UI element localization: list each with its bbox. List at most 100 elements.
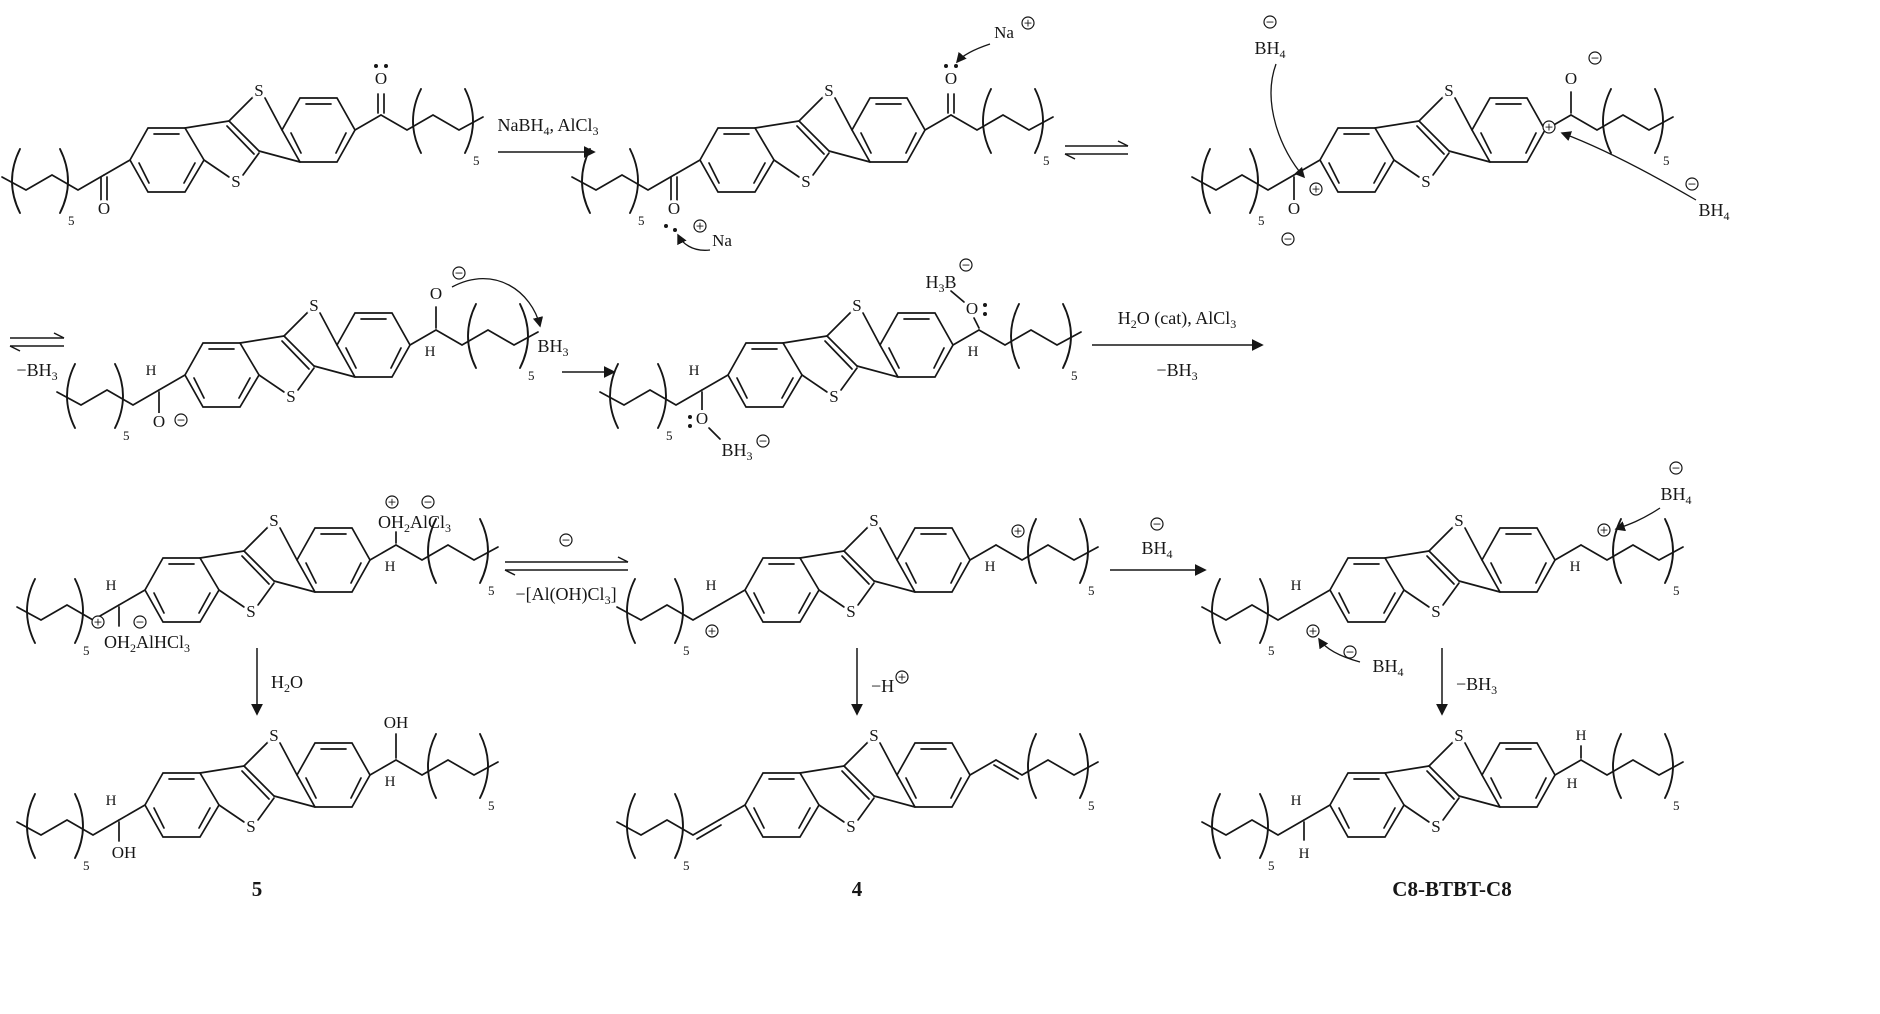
hydrogen-label: H — [1576, 728, 1587, 744]
bh4-label: BH4 — [1660, 484, 1691, 507]
lone-pair-dot — [688, 415, 692, 419]
oxygen-label: O — [945, 69, 957, 88]
reagent-label-h2o-alcl3: H2O (cat), AlCl3 — [1118, 308, 1236, 331]
hydroxyl-label: OH — [384, 713, 409, 732]
arrow-to-final: −BH3 — [1436, 648, 1497, 716]
oxygen-label: O — [966, 299, 978, 318]
curved-arrow-na-to-oxygen — [677, 233, 711, 251]
btbt-core — [1330, 726, 1555, 837]
btbt-core — [130, 81, 355, 192]
right-chain — [1544, 88, 1674, 169]
left-chain — [1201, 578, 1331, 659]
minus-bh3-label: −BH3 — [1156, 360, 1197, 383]
arrow-step1: NaBH4, AlCl3 — [497, 115, 599, 158]
structure-2-sodium-coordination: O + Na O Na + — [571, 16, 1054, 253]
oxygen-label: O — [375, 69, 387, 88]
lone-pair-dot — [384, 64, 388, 68]
right-chain — [969, 733, 1099, 814]
minus-charge: − — [959, 258, 973, 272]
svg-text:−: − — [454, 267, 463, 280]
right-ketone: O — [372, 64, 390, 114]
plus-charge: + — [1309, 182, 1323, 196]
plus-charge: + — [895, 670, 909, 684]
right-chain — [924, 88, 1054, 169]
bottom-boroh-group: − BH4 — [1560, 131, 1730, 223]
hydrogen-label: H — [106, 793, 117, 809]
hydrogen-label: H — [106, 578, 117, 594]
svg-text:−: − — [758, 435, 767, 448]
structure-3-cation-bh4-attack: O − + − BH4 O − + − BH4 — [1191, 15, 1730, 246]
plus-charge: + — [91, 615, 105, 629]
plus-charge: + — [1021, 16, 1035, 30]
product-4-diene: 4 — [616, 726, 1099, 901]
btbt-core — [185, 296, 410, 407]
product-c8-btbt-c8: H H H H C8-BTBT-C8 — [1201, 726, 1684, 901]
minus-charge: − — [1263, 15, 1277, 29]
left-alkoxide: O − + — [1281, 176, 1323, 246]
right-cation: H + − BH4 — [1567, 461, 1692, 578]
curved-arrow-o-to-bh3 — [451, 277, 544, 328]
hydrogen-label: H — [385, 559, 396, 575]
svg-text:+: + — [387, 496, 396, 509]
minus-bh3-label: −BH3 — [1456, 674, 1497, 697]
left-chain — [1191, 148, 1321, 229]
hydrogen-label: H — [689, 363, 700, 379]
hydrogen-label: H — [425, 344, 436, 360]
svg-text:−: − — [1590, 52, 1599, 65]
btbt-core — [1320, 81, 1545, 192]
plus-charge: + — [1597, 523, 1611, 537]
svg-text:+: + — [695, 220, 704, 233]
arrow-to-diol: H2O — [251, 648, 303, 716]
oxygen-label: O — [1565, 69, 1577, 88]
hydrogen-label: H — [385, 774, 396, 790]
structure-7-benzylic-dication: H + + H — [616, 511, 1099, 659]
structure-4-alkoxide: H O − O − H BH3 — [56, 266, 569, 444]
oh2alhcl3-label: OH2AlHCl3 — [104, 632, 190, 655]
plus-charge: + — [693, 219, 707, 233]
minus-h-label: −H — [871, 676, 894, 696]
hydroxyl-label: OH — [112, 843, 137, 862]
svg-text:−: − — [1345, 646, 1354, 659]
bh4-label: BH4 — [1372, 656, 1403, 679]
right-ketone: O Na + — [942, 16, 1035, 114]
svg-text:+: + — [93, 616, 102, 629]
btbt-core — [145, 726, 370, 837]
product-5-diol: H OH OH H 5 — [16, 710, 499, 901]
structure-5-borate-complex: H O BH3 − H3B − O H — [599, 258, 1082, 463]
bh4-label: BH4 — [1698, 200, 1729, 223]
oxygen-label: O — [153, 412, 165, 431]
sodium-label: Na — [994, 23, 1014, 42]
arrow-step2: H2O (cat), AlCl3 −BH3 — [1092, 308, 1264, 383]
hydrogen-label: H — [706, 578, 717, 594]
plus-charge: + — [705, 624, 719, 638]
right-chain — [1554, 733, 1684, 814]
hydrogen-label: H — [985, 559, 996, 575]
arrow-to-diene: −H + — [851, 648, 909, 716]
left-borate: H O BH3 − — [686, 360, 770, 463]
h2o-label: H2O — [271, 672, 303, 695]
compound-label-4: 4 — [852, 877, 863, 901]
svg-text:−: − — [1687, 178, 1696, 191]
oh2alcl3-label: OH2AlCl3 — [378, 512, 451, 535]
curved-arrow-na-to-oxygen — [956, 43, 991, 64]
right-chain — [354, 88, 484, 169]
minus-charge: − — [756, 434, 770, 448]
sodium-label: Na — [712, 231, 732, 250]
equilibrium-arrow-1 — [1064, 140, 1129, 160]
plus-charge: + — [1011, 524, 1025, 538]
hydrogen-label: H — [146, 363, 157, 379]
svg-text:+: + — [1023, 17, 1032, 30]
compound-label-5: 5 — [252, 877, 263, 901]
left-chain — [616, 578, 746, 659]
minus-charge: − — [1685, 177, 1699, 191]
svg-text:−: − — [1671, 462, 1680, 475]
hydrogen-label: H — [968, 344, 979, 360]
right-alkoxide: O − H BH3 — [422, 266, 569, 363]
left-cation: H + − BH4 — [1288, 575, 1404, 679]
minus-bh3-label: −BH3 — [16, 360, 57, 383]
oxygen-label: O — [696, 409, 708, 428]
svg-text:+: + — [1308, 625, 1317, 638]
lone-pair-dot — [944, 64, 948, 68]
bh3-label: BH3 — [537, 336, 568, 359]
